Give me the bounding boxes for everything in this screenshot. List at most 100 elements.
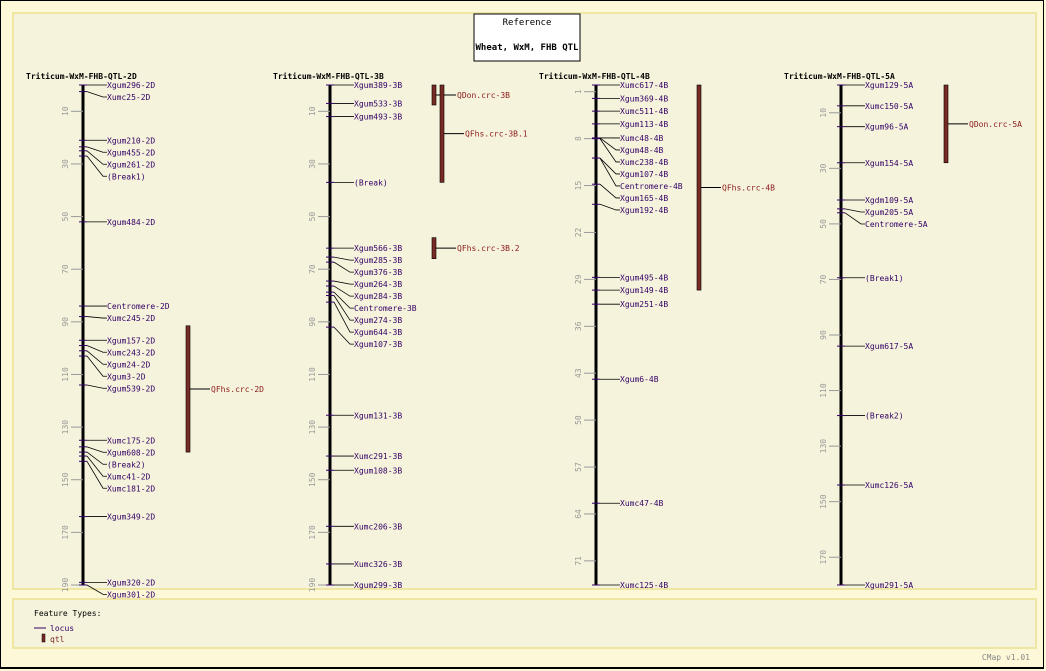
qtl-label[interactable]: QFhs.crc-3B.2 <box>457 244 520 253</box>
feature-label[interactable]: Xgum320-2D <box>107 578 155 587</box>
feature-label[interactable]: Xgum495-4B <box>620 273 668 282</box>
feature-label[interactable]: (Break1) <box>865 274 904 283</box>
qtl-bar[interactable] <box>439 84 445 183</box>
feature-label[interactable]: Xgum301-2D <box>107 590 155 599</box>
feature-label[interactable]: Xgum165-4B <box>620 194 668 203</box>
feature-label[interactable]: Xgum644-3B <box>354 328 402 337</box>
qtl-label[interactable]: QFhs.crc-2D <box>211 385 264 394</box>
feature-label[interactable]: Xumc511-4B <box>620 107 668 116</box>
axis-tick-label: 110 <box>61 367 70 382</box>
feature-label[interactable]: Xgum493-3B <box>354 113 402 122</box>
feature-label[interactable]: Xgum96-5A <box>865 123 909 132</box>
feature-label[interactable]: Xgdm109-5A <box>865 196 913 205</box>
axis-tick-label: 50 <box>819 219 828 229</box>
feature-label[interactable]: Xgum157-2D <box>107 336 155 345</box>
feature-label[interactable]: Xgum261-2D <box>107 160 155 169</box>
feature-label[interactable]: Xgum24-2D <box>107 360 151 369</box>
feature-label[interactable]: Xgum131-3B <box>354 411 402 420</box>
feature-label[interactable]: Xgum376-3B <box>354 268 402 277</box>
feature-label[interactable]: Centromere-5A <box>865 220 928 229</box>
feature-label[interactable]: (Break2) <box>865 412 904 421</box>
feature-label[interactable]: Xgum284-3B <box>354 292 402 301</box>
feature-label[interactable]: Xgum129-5A <box>865 81 913 90</box>
qtl-bar[interactable] <box>431 84 437 106</box>
feature-label[interactable]: Xumc617-4B <box>620 81 668 90</box>
feature-label[interactable]: Xgum299-3B <box>354 581 402 590</box>
feature-connector <box>86 461 107 489</box>
feature-label[interactable]: (Break1) <box>107 172 146 181</box>
qtl-bar[interactable] <box>696 84 702 291</box>
feature-label[interactable]: Xgum274-3B <box>354 316 402 325</box>
map-title[interactable]: Triticum-WxM-FHB-QTL-4B <box>539 71 650 81</box>
feature-label[interactable]: Xgum264-3B <box>354 280 402 289</box>
feature-label[interactable]: Xgum6-4B <box>620 375 659 384</box>
feature-label[interactable]: Xumc125-4B <box>620 581 668 590</box>
qtl-bar[interactable] <box>185 325 191 453</box>
feature-label[interactable]: Xumc206-3B <box>354 522 402 531</box>
feature-label[interactable]: Xgum3-2D <box>107 372 146 381</box>
legend-item-qtl: qtl <box>50 635 65 644</box>
feature-label[interactable]: Xumc245-2D <box>107 314 155 323</box>
feature-label[interactable]: Xumc326-3B <box>354 560 402 569</box>
feature-label[interactable]: Xgum617-5A <box>865 342 913 351</box>
feature-label[interactable]: Xgum113-4B <box>620 120 668 129</box>
feature-label[interactable]: Xgum296-2D <box>107 81 155 90</box>
feature-label[interactable]: Xgum107-3B <box>354 340 402 349</box>
feature-label[interactable]: Xumc41-2D <box>107 472 151 481</box>
feature-label[interactable]: Xgum608-2D <box>107 448 155 457</box>
feature-connector <box>86 446 107 453</box>
feature-label[interactable]: Xgum251-4B <box>620 300 668 309</box>
feature-label[interactable]: Xgum108-3B <box>354 466 402 475</box>
feature-label[interactable]: Xumc126-5A <box>865 481 913 490</box>
feature-label[interactable]: Xgum533-3B <box>354 99 402 108</box>
feature-label[interactable]: Xgum566-3B <box>354 244 402 253</box>
feature-label[interactable]: (Break) <box>354 178 388 187</box>
feature-label[interactable]: Xgum484-2D <box>107 218 155 227</box>
feature-label[interactable]: Xumc150-5A <box>865 102 913 111</box>
qtl-label[interactable]: QFhs.crc-4B <box>722 184 775 193</box>
qtl-bar[interactable] <box>431 237 437 259</box>
map-title[interactable]: Triticum-WxM-FHB-QTL-3B <box>273 71 384 81</box>
feature-label[interactable]: Centromere-2D <box>107 302 170 311</box>
feature-label[interactable]: Xgum149-4B <box>620 286 668 295</box>
map-title[interactable]: Triticum-WxM-FHB-QTL-2D <box>26 71 137 81</box>
feature-label[interactable]: Xumc47-4B <box>620 499 664 508</box>
feature-label[interactable]: Xgum349-2D <box>107 513 155 522</box>
axis-tick-label: 90 <box>819 330 828 340</box>
feature-label[interactable]: Xgum210-2D <box>107 136 155 145</box>
qtl-label[interactable]: QFhs.crc-3B.1 <box>465 130 528 139</box>
map-title[interactable]: Triticum-WxM-FHB-QTL-5A <box>784 71 895 81</box>
feature-label[interactable]: Xgum389-3B <box>354 81 402 90</box>
feature-connector <box>86 451 107 465</box>
qtl-label[interactable]: QDon.crc-3B <box>457 91 510 100</box>
feature-label[interactable]: Xumc175-2D <box>107 436 155 445</box>
axis-tick-label: 150 <box>819 494 828 509</box>
feature-label[interactable]: (Break2) <box>107 460 146 469</box>
feature-label[interactable]: Xgum539-2D <box>107 384 155 393</box>
feature-label[interactable]: Xgum285-3B <box>354 256 402 265</box>
feature-label[interactable]: Xgum291-5A <box>865 581 913 590</box>
feature-label[interactable]: Xgum107-4B <box>620 170 668 179</box>
feature-connector <box>86 316 107 319</box>
legend-item-locus: locus <box>50 624 74 633</box>
feature-label[interactable]: Xumc181-2D <box>107 484 155 493</box>
feature-connector <box>333 291 354 309</box>
feature-label[interactable]: Centromere-4B <box>620 182 683 191</box>
feature-label[interactable]: Centromere-3B <box>354 304 417 313</box>
feature-label[interactable]: Xgum48-4B <box>620 146 664 155</box>
qtl-bar[interactable] <box>943 84 949 164</box>
feature-label[interactable]: Xumc243-2D <box>107 348 155 357</box>
qtl-label[interactable]: QDon.crc-5A <box>969 120 1022 129</box>
axis-tick-label: 43 <box>574 368 583 378</box>
feature-label[interactable]: Xgum205-5A <box>865 208 913 217</box>
feature-label[interactable]: Xgum192-4B <box>620 206 668 215</box>
feature-label[interactable]: Xgum154-5A <box>865 159 913 168</box>
feature-connector <box>333 301 354 333</box>
feature-label[interactable]: Xgum369-4B <box>620 94 668 103</box>
feature-label[interactable]: Xgum455-2D <box>107 148 155 157</box>
feature-label[interactable]: Xumc48-4B <box>620 134 664 143</box>
feature-label[interactable]: Xumc25-2D <box>107 93 151 102</box>
feature-label[interactable]: Xumc291-3B <box>354 452 402 461</box>
feature-label[interactable]: Xumc238-4B <box>620 158 668 167</box>
